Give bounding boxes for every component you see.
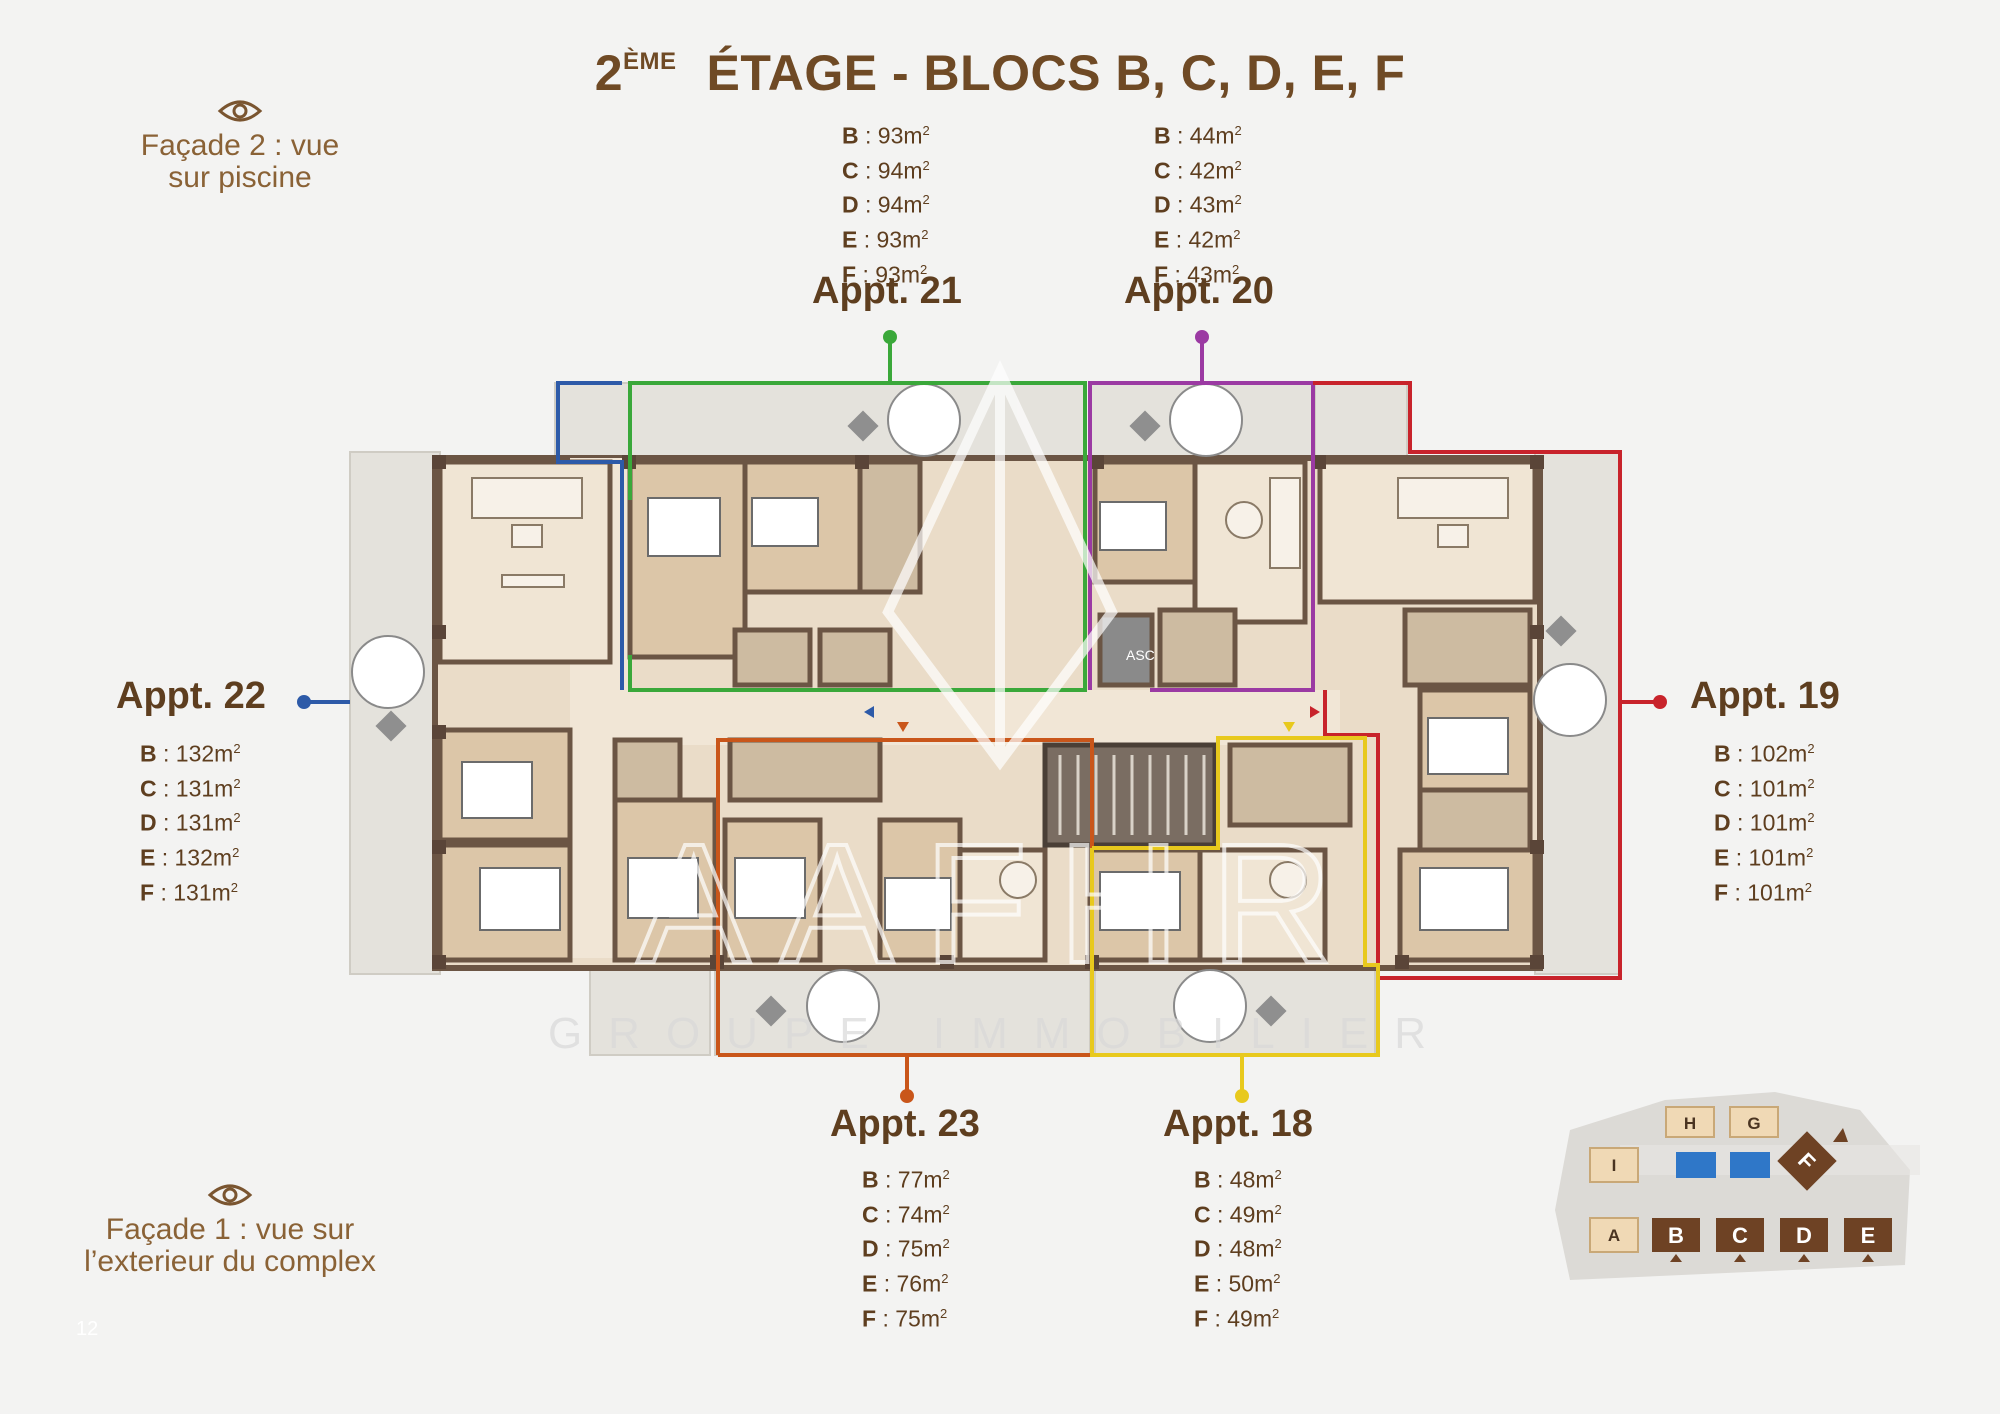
apt-23-outline xyxy=(716,738,1094,1057)
facade-top-line1: Façade 2 : vue xyxy=(140,129,340,162)
area-row: C : 94m2 xyxy=(842,157,930,184)
facade-top-label: Façade 2 : vue sur piscine xyxy=(120,96,360,194)
apt-22-label: Appt. 22 xyxy=(116,675,266,717)
site-block-h: H xyxy=(1684,1114,1696,1133)
area-row: C : 101m2 xyxy=(1714,775,1815,802)
facade-bottom-line2: l’exterieur du complex xyxy=(84,1245,376,1278)
apt-outlines xyxy=(556,381,1622,1057)
site-block-e: E xyxy=(1861,1223,1876,1248)
apt-21-label: Appt. 21 xyxy=(812,270,962,312)
terraces xyxy=(349,382,1621,1056)
beds xyxy=(461,497,1509,931)
site-block-i: I xyxy=(1612,1156,1617,1175)
site-block-g: G xyxy=(1747,1114,1760,1133)
title-floor-suffix: ÈME xyxy=(623,48,677,75)
area-row: E : 76m2 xyxy=(862,1270,949,1297)
page-title: 2ÈME ÉTAGE - BLOCS B, C, D, E, F xyxy=(0,44,2000,102)
area-row: F : 101m2 xyxy=(1714,879,1813,906)
area-row: E : 50m2 xyxy=(1194,1270,1281,1297)
entrance-markers xyxy=(864,706,1320,732)
eye-icon xyxy=(207,1184,253,1206)
area-row: D : 94m2 xyxy=(842,191,930,218)
watermark: AAFHR GROUPE IMMOBILIER xyxy=(548,360,1452,1058)
watermark-subtitle: GROUPE IMMOBILIER xyxy=(548,1009,1452,1058)
terrace-umbrellas xyxy=(351,383,1607,1043)
apt-22-areas: B : 132m2 C : 131m2 D : 131m2 E : 132m2 … xyxy=(140,734,241,907)
apt-21-areas: B : 93m2 C : 94m2 D : 94m2 E : 93m2 F : … xyxy=(842,116,930,289)
area-row: D : 75m2 xyxy=(862,1235,950,1262)
area-row: E : 93m2 xyxy=(842,226,929,253)
area-row: D : 101m2 xyxy=(1714,809,1815,836)
apt-19-label: Appt. 19 xyxy=(1690,675,1840,717)
area-row: F : 75m2 xyxy=(862,1305,948,1332)
area-row: B : 102m2 xyxy=(1714,740,1815,767)
area-row: D : 131m2 xyxy=(140,809,241,836)
leader-lines xyxy=(297,330,1667,1103)
apt-18-label: Appt. 18 xyxy=(1163,1103,1313,1145)
area-row: C : 131m2 xyxy=(140,775,241,802)
eye-icon xyxy=(217,100,263,122)
area-row: D : 48m2 xyxy=(1194,1235,1282,1262)
site-block-c: C xyxy=(1732,1223,1748,1248)
site-block-a: A xyxy=(1608,1226,1620,1245)
page-number: 12 xyxy=(76,1318,99,1340)
apt-23-label: Appt. 23 xyxy=(830,1103,980,1145)
living-furniture xyxy=(471,477,1509,899)
watermark-logo: AAFHR xyxy=(637,809,1363,999)
apt-18-outline xyxy=(1090,736,1380,1057)
area-row: F : 43m2 xyxy=(1154,261,1240,288)
apt-18-areas: B : 48m2 C : 49m2 D : 48m2 E : 50m2 F : … xyxy=(1194,1160,1282,1333)
area-row: B : 44m2 xyxy=(1154,122,1242,149)
area-row: B : 48m2 xyxy=(1194,1166,1282,1193)
area-row: F : 131m2 xyxy=(140,879,239,906)
area-row: C : 49m2 xyxy=(1194,1201,1282,1228)
apt-20-areas: B : 44m2 C : 42m2 D : 43m2 E : 42m2 F : … xyxy=(1154,116,1242,289)
area-row: C : 42m2 xyxy=(1154,157,1242,184)
apt-22-outline xyxy=(556,381,624,690)
apt-19-outline xyxy=(1313,381,1622,980)
site-block-b: B xyxy=(1668,1223,1684,1248)
facade-bottom-line1: Façade 1 : vue sur xyxy=(105,1213,355,1246)
apt-21-outline xyxy=(628,381,1087,692)
apt-23-areas: B : 77m2 C : 74m2 D : 75m2 E : 76m2 F : … xyxy=(862,1160,950,1333)
facade-bottom-label: Façade 1 : vue sur l’exterieur du comple… xyxy=(70,1180,390,1278)
area-row: F : 93m2 xyxy=(842,261,928,288)
apt-20-label: Appt. 20 xyxy=(1124,270,1274,312)
area-row: B : 93m2 xyxy=(842,122,930,149)
area-row: F : 49m2 xyxy=(1194,1305,1280,1332)
facade-top-line2: sur piscine xyxy=(168,161,312,194)
area-row: B : 77m2 xyxy=(862,1166,950,1193)
staircase xyxy=(1042,742,1218,848)
elevator-label: ASC xyxy=(1126,647,1155,663)
area-row: B : 132m2 xyxy=(140,740,241,767)
title-floor-number: 2 xyxy=(594,45,624,101)
area-row: C : 74m2 xyxy=(862,1201,950,1228)
area-row: E : 132m2 xyxy=(140,844,240,871)
area-row: E : 101m2 xyxy=(1714,844,1814,871)
title-text: ÉTAGE - BLOCS B, C, D, E, F xyxy=(706,45,1406,101)
area-row: D : 43m2 xyxy=(1154,191,1242,218)
area-row: E : 42m2 xyxy=(1154,226,1241,253)
site-block-d: D xyxy=(1796,1223,1812,1248)
site-map: H G I A B C D E F xyxy=(1555,1092,1920,1280)
apt-19-areas: B : 102m2 C : 101m2 D : 101m2 E : 101m2 … xyxy=(1714,734,1815,907)
